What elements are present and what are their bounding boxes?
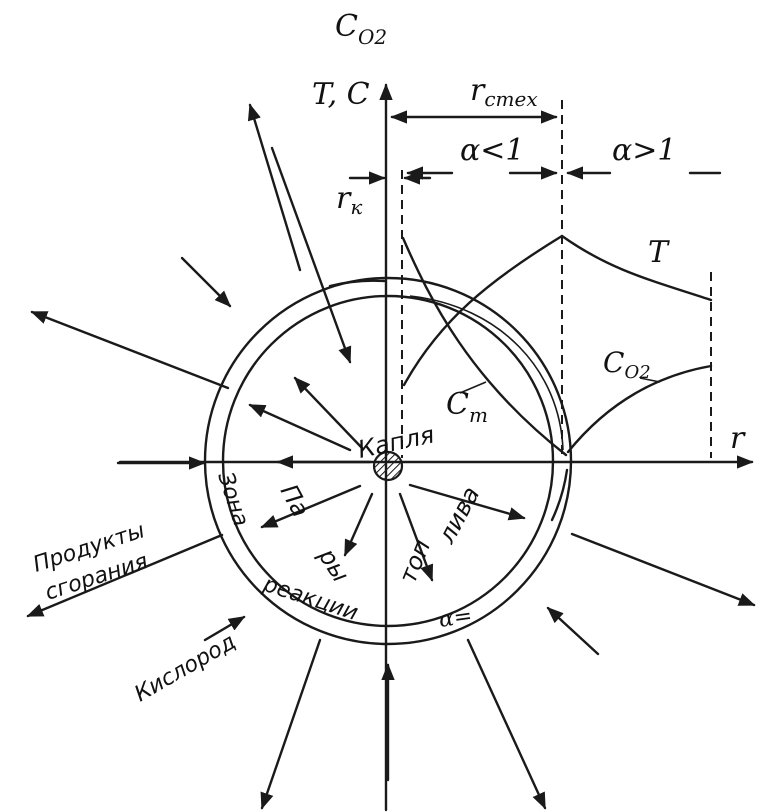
label-alpha-eq: α= — [437, 604, 473, 633]
label-c-o2-top: CO2 — [335, 9, 387, 49]
curve-fuel-concentration — [401, 236, 568, 457]
label-curve-co2: CO2 — [603, 346, 651, 383]
axes — [118, 83, 754, 812]
label-axis-tc: T, C — [312, 77, 370, 112]
label-oxygen: Кислород — [131, 629, 241, 707]
vapor-boundary-arc — [409, 295, 564, 451]
label-alpha-lt1: α<1 — [460, 133, 524, 168]
label-alpha-gt1: α>1 — [612, 133, 676, 168]
label-fuel-2: лива — [432, 482, 485, 549]
droplet-icon — [372, 450, 404, 482]
label-fuel-1: топ — [394, 536, 437, 588]
curve-temperature — [402, 234, 713, 387]
label-curve-t: T — [648, 235, 670, 270]
label-axis-r: r — [730, 421, 746, 456]
label-r-k: rк — [336, 181, 362, 219]
curve-oxygen-concentration — [566, 364, 713, 454]
label-curve-ct: Cт — [446, 387, 488, 427]
label-r-stekh: rстех — [470, 73, 538, 111]
label-vapors-1: Па — [275, 480, 315, 522]
label-reaction: реакции — [259, 572, 361, 626]
label-zone: Зона — [212, 469, 253, 529]
radial-arrows — [26, 103, 756, 810]
